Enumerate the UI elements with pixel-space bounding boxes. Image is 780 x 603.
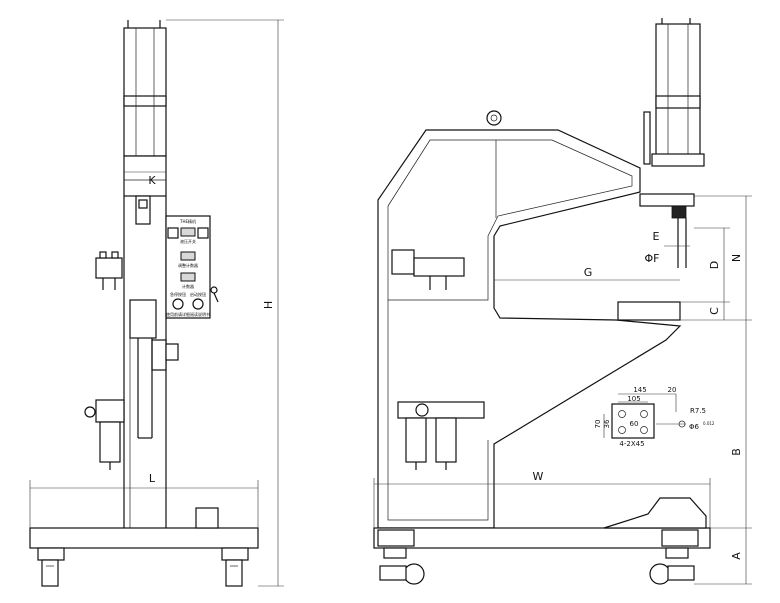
dim-c: C	[708, 307, 721, 315]
side-view-dimensions: K H L	[29, 19, 284, 587]
front-base	[373, 527, 711, 549]
filter-regulator	[95, 399, 125, 423]
mount-hole-icon	[640, 410, 648, 418]
panel-title: THE精机	[179, 218, 196, 224]
mount-hole-icon	[618, 410, 626, 418]
caster-right	[225, 559, 243, 587]
panel-row2: 调整计数器	[178, 262, 198, 268]
front-view	[373, 18, 711, 585]
dim-f: ΦF	[645, 252, 660, 265]
panel-row1: 液压开关	[180, 238, 196, 244]
key-icon	[210, 286, 218, 294]
base-plate	[29, 527, 259, 549]
press-cylinder	[655, 23, 701, 165]
dim-105: 105	[627, 395, 640, 403]
dim-60: 60	[630, 420, 639, 428]
mount-hole-icon	[640, 426, 648, 434]
dim-145: 145	[633, 386, 646, 394]
dim-d: D	[708, 261, 721, 269]
emergency-stop-icon	[172, 298, 184, 310]
side-view: THE精机 液压开关 调整计数器 计数器 急停按钮 启动按钮 使用前请详细阅读说…	[29, 20, 259, 587]
front-caster-left	[403, 563, 425, 585]
dim-radius: R7.5	[690, 407, 706, 415]
dim-hole: Φ6	[689, 423, 700, 431]
dim-b: B	[730, 448, 743, 456]
solenoid-valve	[95, 257, 123, 279]
dim-k: K	[148, 174, 156, 187]
lifting-eye-icon	[486, 110, 502, 126]
gauge-icon	[415, 403, 429, 417]
panel-footer: 使用前请详细阅读说明书	[166, 311, 210, 317]
foot-pedal	[195, 507, 219, 529]
dim-hole-tol: 0.012	[703, 421, 715, 426]
dim-h: H	[262, 301, 275, 309]
front-foot-pedal	[603, 497, 707, 529]
c-frame	[377, 129, 682, 529]
start-button-icon	[192, 298, 204, 310]
anvil	[617, 301, 681, 321]
dim-w: W	[533, 470, 544, 483]
dim-e: E	[653, 230, 660, 243]
dim-36: 36	[603, 419, 611, 428]
regulator-knob-icon	[84, 406, 96, 418]
dim-g: G	[584, 266, 593, 279]
dim-l: L	[149, 472, 156, 485]
caster-left	[41, 559, 59, 587]
lubricator-bowl	[435, 417, 457, 463]
hole-pattern-detail: 145 20 105 60 70 36 R7.5 Φ6 0.012 4-2X45	[594, 386, 715, 448]
air-cylinder	[123, 27, 167, 157]
filter-bowl	[405, 417, 427, 463]
dim-a: A	[730, 552, 743, 560]
front-caster-right	[649, 563, 671, 585]
panel-btn2: 启动按钮	[190, 291, 206, 297]
front-view-dimensions: G E ΦF D N C B A W	[373, 195, 752, 585]
dim-20: 20	[668, 386, 677, 394]
dim-70: 70	[594, 420, 602, 429]
pin-hole-icon	[678, 420, 686, 428]
panel-btn1: 急停按钮	[170, 291, 186, 297]
panel-row3: 计数器	[182, 283, 194, 289]
dim-holes: 4-2X45	[619, 440, 644, 448]
mount-hole-icon	[618, 426, 626, 434]
dim-n: N	[730, 254, 743, 262]
valve-manifold	[413, 257, 465, 277]
